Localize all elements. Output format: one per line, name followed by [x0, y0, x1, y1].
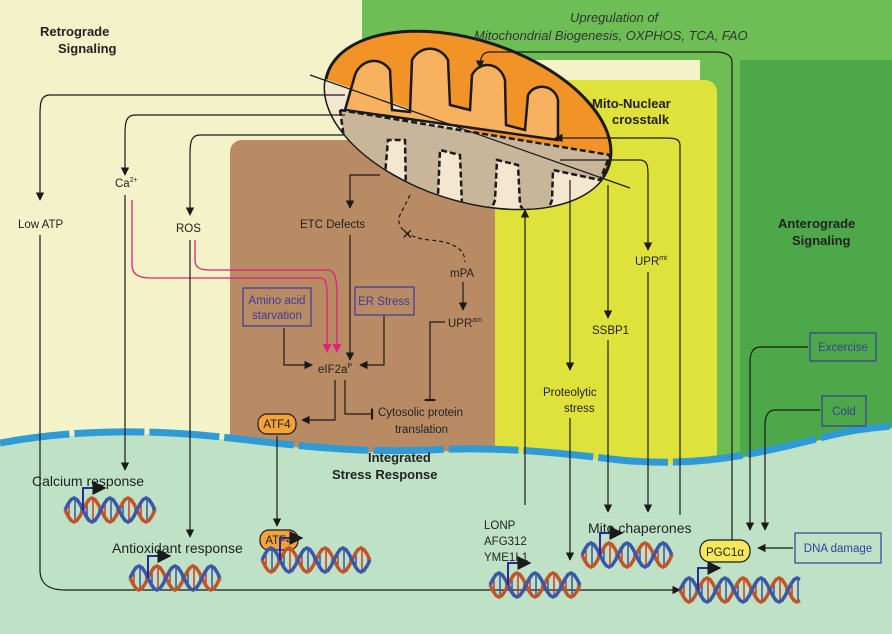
upregulation-line-2: Mitochondrial Biogenesis, OXPHOS, TCA, F…: [474, 28, 748, 43]
exercise-label: Excercise: [818, 342, 868, 354]
retrograde-title-2: Signaling: [58, 41, 117, 56]
arrow-etc: [345, 174, 380, 209]
retrograde-title-1: Retrograde: [40, 24, 109, 39]
dna-pgc1a: [678, 561, 801, 604]
ros-label: ROS: [176, 223, 201, 235]
arrows: ×: [35, 51, 820, 595]
arrow-upr-mt: [560, 159, 653, 251]
upr-mt-label: UPRmt: [635, 255, 667, 268]
dna-calcium: [63, 481, 157, 524]
calcium-response-label: Calcium response: [32, 473, 144, 489]
pgc1a-label: PGC1α: [706, 547, 744, 559]
upr-am-superscript: am: [472, 317, 482, 324]
isr-panel: [230, 140, 495, 480]
cytosolic-label-2: translation: [395, 424, 448, 436]
cytosolic-label-1: Cytosolic protein: [378, 407, 463, 419]
proteolytic-label-1: Proteolytic: [543, 387, 597, 399]
yme1l1-label: YME1L1: [484, 552, 528, 564]
arrow-pgc-upregulation: [475, 51, 733, 540]
arrow-ca: [120, 114, 345, 176]
arrow-er-eif: [359, 316, 385, 370]
er-stress-label: ER Stress: [358, 296, 410, 308]
antioxidant-response-label: Antioxidant response: [112, 540, 243, 556]
mpa-label: mPA: [450, 268, 474, 280]
dna-proteolytic: [488, 556, 582, 599]
dna-chaperones: [580, 526, 674, 569]
amino-acid-line-1: Amino acid: [249, 295, 306, 307]
ssbp1-label: SSBP1: [592, 325, 629, 337]
ca-text: Ca: [115, 178, 130, 190]
lonp-label: LONP: [484, 520, 516, 532]
arrow-chaperones-mito: [554, 133, 681, 515]
dna-damage-label: DNA damage: [804, 543, 872, 555]
crosstalk-title-2: crosstalk: [612, 112, 670, 127]
low-atp-label: Low ATP: [18, 219, 63, 231]
atf4-cytosol-label: ATF4: [263, 419, 291, 431]
exercise-box: Excercise: [809, 332, 877, 362]
isr-title-1: Integrated: [368, 450, 431, 465]
arrow-ca-eif: [131, 200, 332, 353]
upr-mt-text: UPR: [635, 256, 659, 268]
upr-am-text: UPR: [448, 318, 472, 330]
dna-antioxidant: [128, 549, 222, 592]
proteolytic-label-2: stress: [564, 403, 595, 415]
etc-defects-label: ETC Defects: [300, 219, 365, 231]
arrow-upr-inhibit: [424, 321, 445, 402]
ca-label: Ca2+: [115, 177, 138, 190]
arrow-eif-atf4: [301, 380, 336, 425]
arrow-amino-eif: [283, 328, 313, 370]
nucleus-region: [0, 428, 892, 634]
amino-acid-line-2: starvation: [252, 310, 302, 322]
dna-helices: [63, 481, 801, 604]
nuclear-membrane: [0, 422, 892, 466]
afg312-label: AFG312: [484, 536, 527, 548]
isr-title-2: Stress Response: [332, 467, 438, 482]
eif2a-superscript: P: [347, 363, 352, 370]
upregulation-line-1: Upregulation of: [570, 10, 660, 25]
pgc1a-badge: PGC1α: [699, 539, 751, 563]
dna-atf4: [260, 531, 372, 574]
ca-superscript: 2+: [130, 177, 138, 184]
blocked-x-mark: ×: [402, 224, 413, 244]
crosstalk-title-1: Mito-Nuclear: [592, 96, 671, 111]
atf4-cytosol-badge: ATF4: [257, 413, 297, 435]
arrow-mpa-dashed: [398, 194, 466, 263]
upr-am-label: UPRam: [448, 317, 482, 330]
upr-mt-superscript: mt: [659, 255, 667, 262]
dna-damage-box: DNA damage: [794, 532, 882, 564]
arrow-cold: [760, 409, 820, 531]
anterograde-title-1: Anterograde: [778, 216, 855, 231]
arrow-low-atp: [35, 94, 345, 201]
eif2a-label: eIF2aP: [318, 363, 352, 376]
amino-acid-box: Amino acid starvation: [242, 287, 312, 327]
er-stress-box: ER Stress: [354, 286, 415, 316]
anterograde-title-2: Signaling: [792, 233, 851, 248]
arrow-ros: [185, 134, 345, 216]
eif2a-text: eIF2a: [318, 364, 348, 376]
arrow-exercise: [745, 346, 808, 531]
cold-label: Cold: [832, 406, 856, 418]
arrow-low-atp-pgc: [39, 235, 681, 595]
arrow-eif-inhibit: [344, 380, 374, 420]
arrow-ros-eif: [194, 240, 342, 353]
cold-box: Cold: [821, 395, 867, 427]
